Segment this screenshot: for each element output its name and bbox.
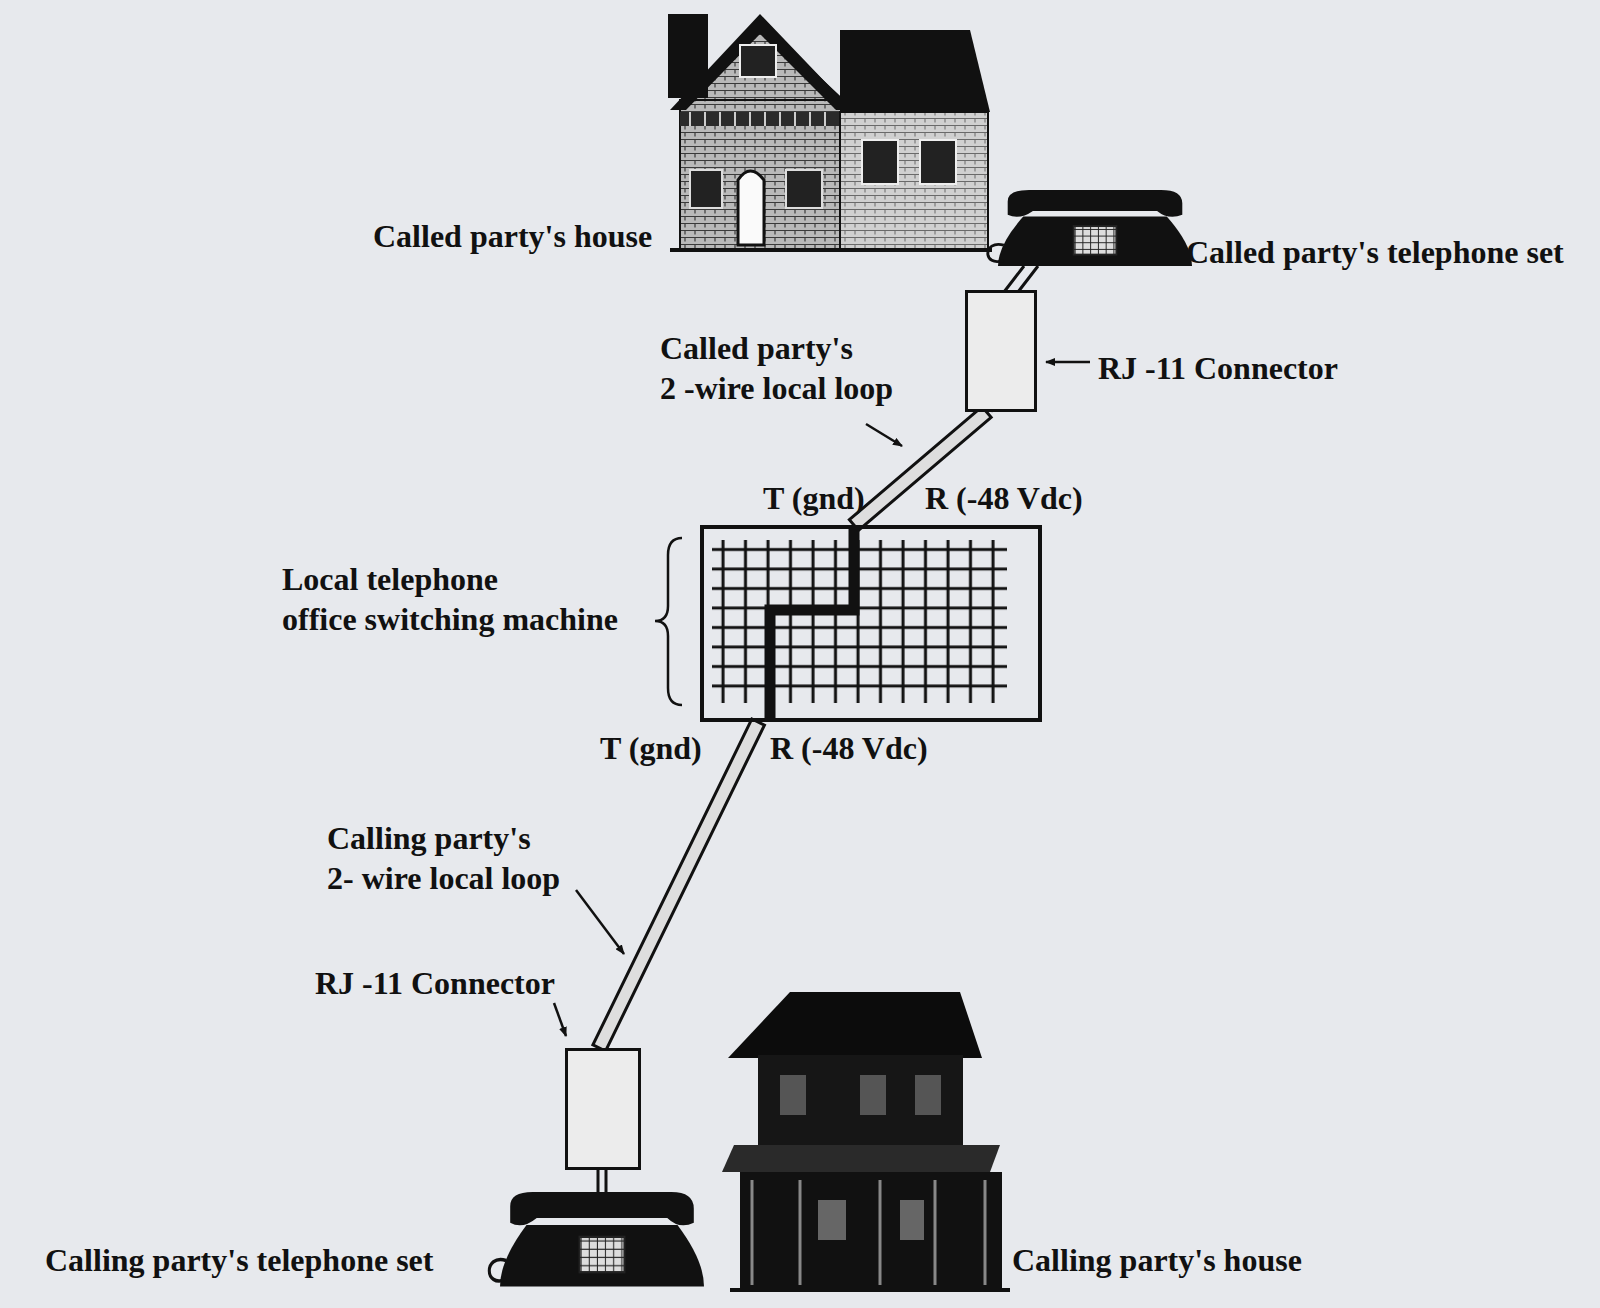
- rj11-jack: RJ -11 Connector: [965, 290, 1037, 412]
- leader-arrow: [866, 424, 902, 446]
- house-label: Called party's house: [373, 216, 652, 256]
- calling-house: [722, 992, 1010, 1290]
- tip-label: T (gnd): [600, 728, 702, 768]
- machine-label: Local telephone office switching machine: [282, 559, 637, 639]
- rj11-jack: RJ -11 Connector: [565, 1048, 641, 1170]
- local-loop: [593, 719, 765, 1051]
- switch-path: [770, 525, 854, 722]
- leader-arrow: [1046, 361, 1090, 364]
- called-phone: [988, 190, 1192, 266]
- connector-label: RJ -11 Connector: [1098, 348, 1338, 388]
- phone-cord: [1004, 266, 1038, 292]
- tip-label: T (gnd): [763, 478, 865, 518]
- calling-phone: [489, 1192, 704, 1286]
- leader-arrow: [554, 1003, 566, 1036]
- called-house: [668, 14, 992, 250]
- leader-arrow: [576, 890, 624, 954]
- two-wire-pair: [593, 719, 765, 1051]
- house-label: Calling party's house: [1012, 1240, 1302, 1280]
- brace: [655, 538, 682, 705]
- phone-label: Calling party's telephone set: [45, 1240, 433, 1280]
- ring-label: R (-48 Vdc): [770, 728, 928, 768]
- line-spacer: [547, 818, 575, 850]
- switching-machine: Local telephone office switching machine: [700, 525, 1042, 722]
- line-spacer: [547, 559, 637, 591]
- phone-label: Called party's telephone set: [1186, 232, 1564, 272]
- connector-label: RJ -11 Connector: [315, 963, 555, 1003]
- ring-label: R (-48 Vdc): [925, 478, 1083, 518]
- line-spacer: [868, 328, 908, 360]
- loop-label: Called party's 2 -wire local loop: [660, 328, 908, 408]
- loop-label: Calling party's 2- wire local loop: [327, 818, 575, 898]
